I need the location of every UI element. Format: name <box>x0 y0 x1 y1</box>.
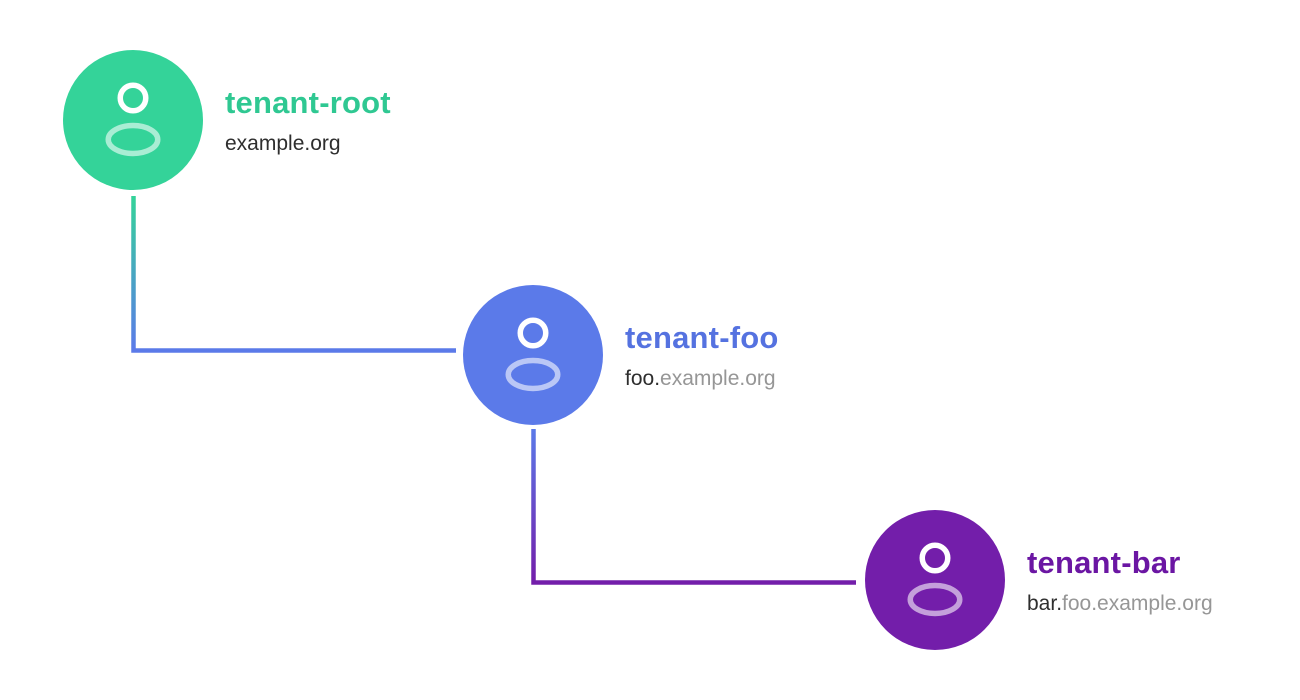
avatar-circle <box>463 285 603 425</box>
user-icon-body <box>907 582 963 617</box>
tenant-name: tenant-foo <box>625 319 779 355</box>
tenant-node-root: tenant-root example.org <box>63 50 391 190</box>
avatar-circle <box>63 50 203 190</box>
tenant-foo-avatar <box>463 285 603 425</box>
domain-prefix: foo. <box>625 366 661 390</box>
avatar-circle <box>865 510 1005 650</box>
domain-rest: foo.example.org <box>1062 591 1213 615</box>
connector-root-to-foo <box>131 196 456 353</box>
tenant-root-labels: tenant-root example.org <box>225 84 391 157</box>
tenant-bar-labels: tenant-bar bar.foo.example.org <box>1027 544 1213 617</box>
user-icon-body <box>505 357 561 392</box>
user-icon-body <box>105 122 161 157</box>
user-icon-head <box>117 82 149 114</box>
tenant-domain: example.org <box>225 131 391 157</box>
tenant-root-avatar <box>63 50 203 190</box>
domain-prefix: example.org <box>225 131 341 155</box>
user-icon-head <box>517 317 549 349</box>
domain-prefix: bar. <box>1027 591 1063 615</box>
connector-foo-to-bar <box>531 429 856 585</box>
domain-rest: example.org <box>660 366 776 390</box>
tenant-foo-labels: tenant-foo foo.example.org <box>625 319 779 392</box>
tenant-name: tenant-bar <box>1027 544 1181 580</box>
tenant-domain: foo.example.org <box>625 366 779 392</box>
tenant-domain: bar.foo.example.org <box>1027 591 1213 617</box>
tenant-name: tenant-root <box>225 84 391 120</box>
tenant-node-foo: tenant-foo foo.example.org <box>463 285 779 425</box>
tenant-node-bar: tenant-bar bar.foo.example.org <box>865 510 1213 650</box>
user-icon-head <box>919 542 951 574</box>
tenant-bar-avatar <box>865 510 1005 650</box>
